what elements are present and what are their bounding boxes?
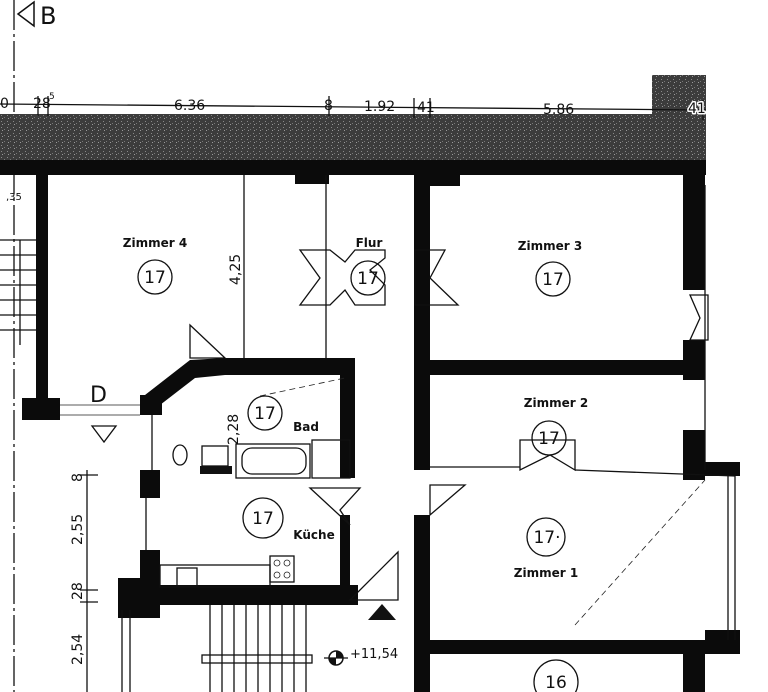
svg-text:17: 17 [254, 404, 276, 424]
top-dimension-chain: 0 28 5 6.36 8 1.92 41 5.86 41 [0, 92, 707, 120]
dim-label: 41 [688, 101, 706, 117]
svg-text:17: 17 [144, 268, 166, 288]
svg-text:Zimmer 3: Zimmer 3 [518, 239, 582, 253]
dashed-line [574, 479, 706, 626]
svg-text:Flur: Flur [356, 236, 383, 250]
svg-text:Zimmer 2: Zimmer 2 [524, 396, 588, 410]
svg-text:17·: 17· [533, 528, 560, 548]
section-marker: B [13, 0, 56, 692]
room-zimmer-3: Zimmer 3 17 [518, 239, 582, 297]
dim-label: 2,28 [226, 414, 242, 445]
svg-text:Zimmer 1: Zimmer 1 [514, 566, 578, 580]
room-zimmer-2: Zimmer 2 17 [524, 396, 588, 456]
room-16: 16 [533, 659, 579, 692]
svg-text:Bad: Bad [293, 420, 319, 434]
dim-label-superscript: 5 [49, 92, 55, 102]
dim-label: 41 [417, 100, 435, 116]
dim-label: 5.86 [543, 102, 574, 118]
dim-label: 4,25 [228, 254, 244, 285]
dim-label: 28 [70, 582, 86, 600]
dim-label: 1.92 [364, 99, 395, 115]
exterior-wall-top [0, 75, 706, 175]
dim-label: 28 [33, 96, 51, 112]
left-dimension-chain: ,35 8 2,55 28 2,54 4,25 2,28 [6, 192, 244, 692]
dim-label: 8 [70, 473, 86, 482]
svg-text:Zimmer 4: Zimmer 4 [123, 236, 187, 250]
triangle-marker-icon [368, 604, 396, 620]
kitchen-fixtures [159, 555, 295, 588]
room-bad: Bad 17 [247, 395, 319, 434]
svg-text:16: 16 [545, 673, 567, 692]
elevation-label: +11,54 [350, 647, 398, 662]
svg-text:Küche: Küche [293, 528, 334, 542]
bathroom-fixtures [172, 439, 351, 479]
dim-label: 0 [0, 96, 9, 112]
elevation-marker: +11,54 [324, 647, 398, 666]
dim-label: 8 [324, 98, 333, 114]
room-kueche: Küche 17 [242, 497, 335, 542]
staircase [0, 239, 313, 692]
dim-label: 2,54 [70, 634, 86, 665]
room-zimmer-1: Zimmer 1 17· [514, 517, 578, 580]
section-label: B [40, 2, 56, 30]
level-marker-icon [90, 425, 118, 444]
section-arrow-icon [16, 0, 35, 28]
svg-text:17: 17 [357, 269, 379, 289]
dim-label: 2,55 [70, 514, 86, 545]
room-flur: Flur 17 [350, 236, 386, 296]
door-symbols [90, 249, 709, 620]
svg-text:17: 17 [542, 270, 564, 290]
dim-label: 6.36 [174, 98, 205, 114]
dashed-line [259, 377, 346, 397]
axis-label: D [90, 383, 107, 408]
walls [22, 170, 740, 692]
svg-text:17: 17 [538, 429, 560, 449]
room-zimmer-4: Zimmer 4 17 [123, 236, 187, 295]
svg-text:17: 17 [252, 509, 274, 529]
dim-label: ,35 [6, 192, 22, 203]
